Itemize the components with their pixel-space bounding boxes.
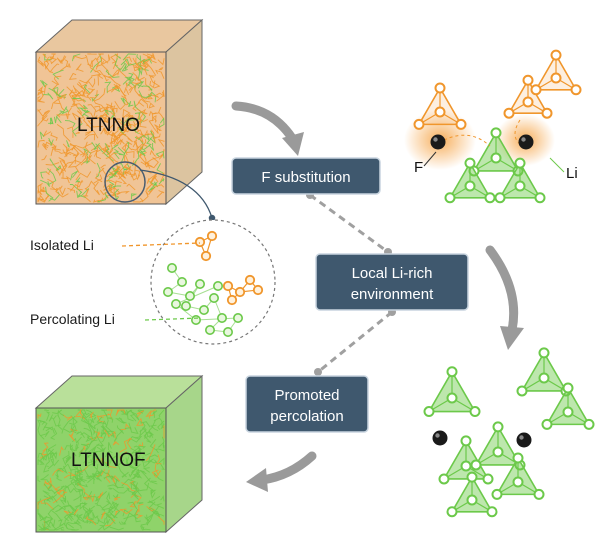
ltnnof-cube: LTNNOF <box>34 374 204 534</box>
arrow-bottom <box>257 451 317 485</box>
li-atom-leader <box>549 157 565 173</box>
arrow-top-head <box>282 132 304 156</box>
percolating-li-label: Percolating Li <box>30 311 115 327</box>
li-atom-label: Li <box>566 165 578 182</box>
f-atom-label: F <box>414 159 423 176</box>
ltnno-cube: LTNNO <box>34 18 204 206</box>
percolating-li-structure <box>423 347 595 518</box>
isolated-li-leader <box>121 242 201 247</box>
local-li-rich-line2: environment <box>351 286 434 303</box>
dash-connector-2 <box>317 310 393 374</box>
ltnnof-atom-cloud <box>37 409 165 531</box>
dash-node-4 <box>314 368 322 376</box>
ltnnof-label: LTNNOF <box>71 450 146 471</box>
zoom-atoms <box>163 230 264 337</box>
magnifier-ring <box>104 161 146 203</box>
zoom-circle <box>150 219 276 345</box>
local-li-rich-line1: Local Li-rich <box>352 265 433 282</box>
arrow-bottom-head <box>246 468 268 492</box>
arrow-right <box>485 245 519 335</box>
zoom-connector <box>139 169 216 222</box>
dash-connector-1 <box>309 193 389 254</box>
fluorinated-local-structure: F Li <box>404 49 582 204</box>
promoted-line1: Promoted <box>274 387 339 404</box>
arrow-right-head <box>500 326 524 350</box>
isolated-li-label: Isolated Li <box>30 237 94 253</box>
step-local-li-rich: Local Li-rich environment <box>315 253 469 311</box>
ltnno-atom-cloud <box>37 53 165 203</box>
percolating-li-leader <box>144 317 201 321</box>
ltnno-label: LTNNO <box>77 115 140 136</box>
arrow-top <box>231 101 297 143</box>
f-substitution-text: F substitution <box>261 169 350 186</box>
flow-arrows <box>231 101 524 492</box>
step-promoted-percolation: Promoted percolation <box>245 375 369 433</box>
step-f-substitution: F substitution <box>231 157 381 195</box>
promoted-line2: percolation <box>270 408 343 425</box>
f-atom-leader <box>423 151 437 167</box>
